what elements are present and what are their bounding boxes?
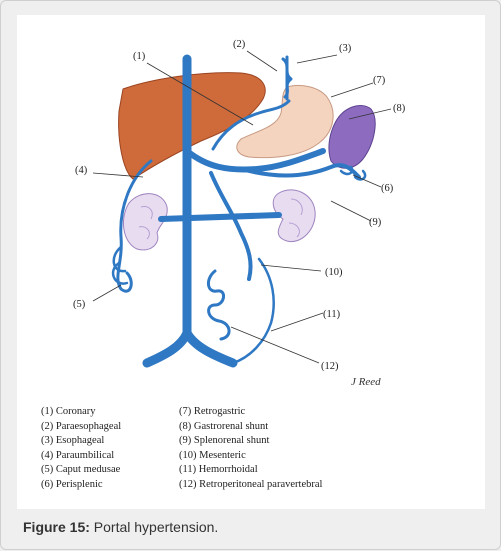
callout-2: (2) xyxy=(233,39,246,50)
umbilical-vein xyxy=(116,159,153,293)
left-kidney xyxy=(122,193,168,251)
callout-leaders xyxy=(92,50,392,364)
artist-signature: J Reed xyxy=(351,376,381,388)
legend-item: (6) Perisplenic xyxy=(41,478,103,490)
stomach xyxy=(236,84,334,159)
legend-item: (11) Hemorrhoidal xyxy=(179,464,258,476)
coronary-vein xyxy=(211,99,291,151)
callout-9: (9) xyxy=(369,217,382,228)
legend-item: (12) Retroperitoneal paravertebral xyxy=(179,478,323,490)
caption-label: Figure 15: xyxy=(23,519,90,535)
perisplenic-vessels xyxy=(339,165,367,181)
legend-column-right: (7) Retrogastric (8) Gastrorenal shunt (… xyxy=(179,405,322,493)
legend-item: (5) Caput medusae xyxy=(41,464,121,476)
legend-item: (8) Gastrorenal shunt xyxy=(179,420,269,432)
callout-6: (6) xyxy=(381,183,394,194)
inferior-vena-cava xyxy=(142,54,238,368)
legend-item: (3) Esophageal xyxy=(41,435,105,447)
callout-4: (4) xyxy=(75,165,88,176)
spleen xyxy=(328,105,376,169)
retroperitoneal-vessels xyxy=(231,257,275,365)
callout-5: (5) xyxy=(73,299,86,310)
mesenteric-vein xyxy=(209,171,253,281)
caput-medusae xyxy=(111,245,129,285)
legend-item: (10) Mesenteric xyxy=(179,449,246,461)
right-kidney xyxy=(272,189,316,243)
callout-10: (10) xyxy=(325,267,343,278)
caption-text: Portal hypertension. xyxy=(93,519,219,535)
callout-7: (7) xyxy=(373,75,386,86)
portal-vein xyxy=(184,148,326,173)
callout-3: (3) xyxy=(339,43,352,54)
callout-11: (11) xyxy=(323,309,341,320)
esophageal-varices xyxy=(281,55,293,101)
renal-veins xyxy=(158,212,282,222)
legend-column-left: (1) Coronary (2) Paraesophageal (3) Esop… xyxy=(41,405,121,493)
liver xyxy=(118,72,266,180)
venous-network xyxy=(111,54,367,368)
callout-1: (1) xyxy=(133,51,146,62)
callout-12: (12) xyxy=(321,361,339,372)
legend-item: (4) Paraumbilical xyxy=(41,449,115,461)
figure-caption: Figure 15: Portal hypertension. xyxy=(23,519,218,535)
legend-item: (2) Paraesophageal xyxy=(41,420,122,432)
legend-item: (9) Splenorenal shunt xyxy=(179,435,270,447)
legend-item: (1) Coronary xyxy=(41,406,96,417)
legend-item: (7) Retrogastric xyxy=(179,406,246,417)
hemorrhoidal-plexus xyxy=(207,269,231,341)
callout-8: (8) xyxy=(393,103,406,114)
